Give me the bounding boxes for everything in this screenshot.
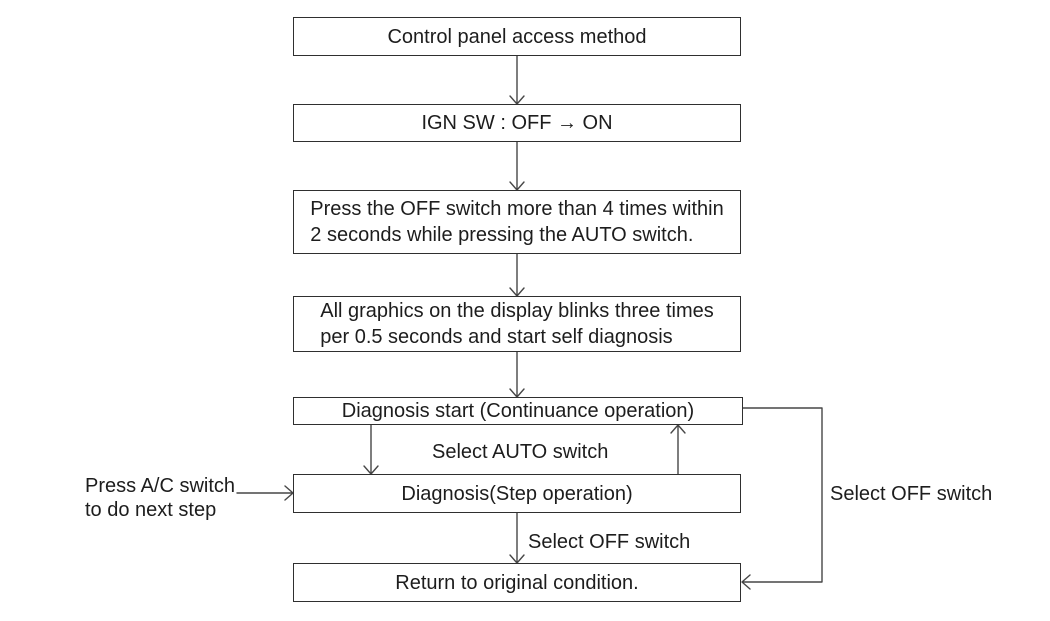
node-press-off-switch: Press the OFF switch more than 4 times w… <box>293 190 741 254</box>
node-ign-sw-off-on: IGN SW : OFF → ON <box>293 104 741 142</box>
arrow-node5-to-node6 <box>363 424 379 475</box>
edge-label-press-ac-switch: Press A/C switch to do next step <box>85 475 236 521</box>
arrow-node6-to-node7 <box>509 512 525 564</box>
node-graphics-blink-self-diagnosis: All graphics on the display blinks three… <box>293 296 741 352</box>
arrow-node4-to-node5 <box>509 351 525 398</box>
node-control-panel-access-method: Control panel access method <box>293 17 741 56</box>
node-diagnosis-step-operation: Diagnosis(Step operation) <box>293 474 741 513</box>
node-label: Control panel access method <box>387 25 647 48</box>
edge-label-select-off-switch-down: Select OFF switch <box>528 531 691 553</box>
arrow-node3-to-node4 <box>509 253 525 297</box>
node-label: All graphics on the display blinks three… <box>320 300 714 348</box>
node-diagnosis-start-continuance: Diagnosis start (Continuance operation) <box>293 397 743 425</box>
node-label: IGN SW : OFF → ON <box>421 112 613 134</box>
node-label: Diagnosis start (Continuance operation) <box>341 400 695 422</box>
node-return-to-original-condition: Return to original condition. <box>293 563 741 602</box>
edge-label-select-auto-switch: Select AUTO switch <box>432 441 609 463</box>
edge-label-select-off-switch-loop: Select OFF switch <box>830 483 993 505</box>
arrow-node2-to-node3 <box>509 141 525 191</box>
arrow-loop-node5-to-node7 <box>741 407 823 590</box>
node-label: Press the OFF switch more than 4 times w… <box>310 198 724 246</box>
arrow-node6-to-node5 <box>670 424 686 475</box>
arrow-press-ac-to-node6 <box>236 485 294 501</box>
node-label: Return to original condition. <box>395 571 639 594</box>
node-label: Diagnosis(Step operation) <box>401 482 633 505</box>
arrow-node1-to-node2 <box>509 55 525 105</box>
